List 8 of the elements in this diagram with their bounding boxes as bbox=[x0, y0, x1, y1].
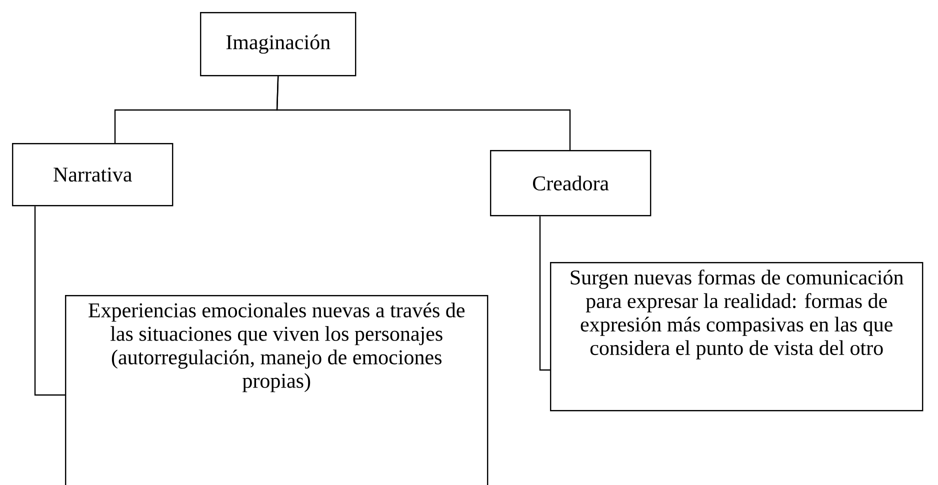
category-box: Narrativa bbox=[12, 143, 174, 206]
category-box: Imaginación bbox=[200, 12, 356, 76]
connector-line bbox=[34, 206, 66, 396]
category-box: Creadora bbox=[490, 150, 652, 216]
connector-line bbox=[276, 76, 571, 150]
text-box: Surgen nuevas formas de comunicación para expresar la realidad: formas de expresión más compasivas en las que considera el punto de vista del otro bbox=[550, 262, 924, 412]
text-box: Experiencias emocionales nuevas a través de las situaciones que viven los personajes (autorregulación, manejo de emociones propias) bbox=[65, 295, 488, 485]
connector-line bbox=[539, 216, 550, 371]
